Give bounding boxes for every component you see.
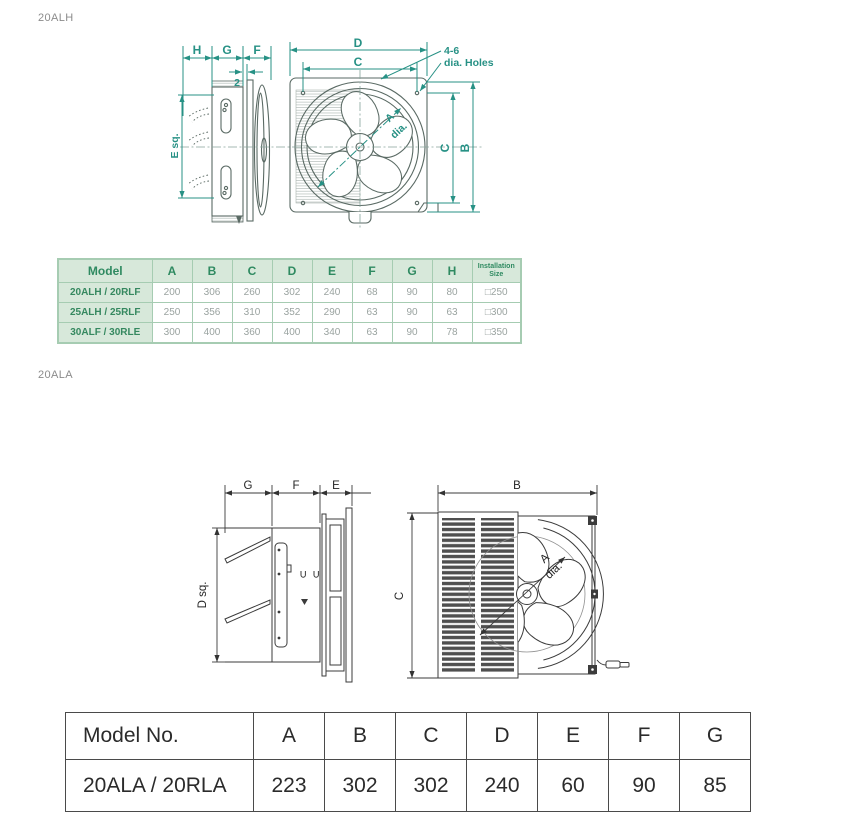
cell: 223: [253, 759, 325, 812]
cell: 240: [311, 282, 353, 303]
model-cell: 30ALF / 30RLE: [57, 322, 153, 344]
power-cord: [596, 659, 607, 666]
cell: 60: [537, 759, 609, 812]
section1-model-label: 20ALH: [38, 12, 74, 24]
side-view-drawing: [187, 79, 271, 224]
front-view-drawing: [437, 511, 630, 679]
col-header-installation-size: Installation Size: [471, 258, 522, 283]
cell: 306: [191, 282, 233, 303]
cell: 260: [231, 282, 273, 303]
holes-note-line1: 4-6: [444, 45, 459, 57]
dimension-table-alh: Model A B C D E F G H Installation Size …: [57, 258, 522, 344]
table-row: 30ALF / 30RLE 300 400 360 400 340 63 90 …: [57, 322, 522, 344]
col-header-f: F: [351, 258, 393, 283]
table-header-row: Model No. A B C D E F G: [65, 712, 751, 760]
cell: □350: [471, 322, 522, 344]
dim-label-b: B: [458, 143, 472, 152]
cell: 78: [431, 322, 473, 344]
table-row: 25ALH / 25RLF 250 356 310 352 290 63 90 …: [57, 302, 522, 323]
holes-note-line2: dia. Holes: [444, 57, 494, 69]
dim-label-b: B: [513, 480, 521, 492]
cell: □250: [471, 282, 522, 303]
cell: 63: [431, 302, 473, 323]
dimension-annotations: H G F 2 E sq. D C 4-6 dia. Holes C: [169, 36, 494, 213]
dim-label-c: C: [394, 592, 406, 600]
cell: 80: [431, 282, 473, 303]
cell: 90: [391, 322, 433, 344]
dim-label-f: F: [292, 480, 299, 492]
cell: 240: [466, 759, 538, 812]
fan-diagram-20ala: G F E D sq. B C A dia.: [197, 480, 630, 683]
fan-diagram-20alh: H G F 2 E sq. D C 4-6 dia. Holes C: [169, 36, 494, 228]
col-header-c: C: [231, 258, 273, 283]
col-header-d: D: [466, 712, 538, 760]
cell: 290: [311, 302, 353, 323]
cell: 300: [151, 322, 193, 344]
cell: 68: [351, 282, 393, 303]
cell: 360: [231, 322, 273, 344]
col-header-b: B: [191, 258, 233, 283]
cell: □300: [471, 302, 522, 323]
cell: 85: [679, 759, 751, 812]
cell: 400: [271, 322, 313, 344]
col-header-f: F: [608, 712, 680, 760]
model-cell: 20ALH / 20RLF: [57, 282, 153, 303]
dim-label-d: D: [354, 36, 363, 50]
cell: 90: [391, 282, 433, 303]
dim-label-g: G: [222, 43, 231, 57]
cell: 250: [151, 302, 193, 323]
dim-label-2: 2: [234, 77, 240, 89]
dim-label-c-top: C: [354, 55, 363, 69]
cell: 400: [191, 322, 233, 344]
col-header-model: Model: [57, 258, 153, 283]
cell: 310: [231, 302, 273, 323]
col-header-g: G: [679, 712, 751, 760]
col-header-e: E: [537, 712, 609, 760]
dimension-table-ala: Model No. A B C D E F G 20ALA / 20RLA 22…: [65, 712, 751, 812]
col-header-model-no: Model No.: [65, 712, 254, 760]
table-row: 20ALH / 20RLF 200 306 260 302 240 68 90 …: [57, 282, 522, 303]
cell: 63: [351, 322, 393, 344]
dim-label-e: E: [332, 480, 340, 492]
table-row: 20ALA / 20RLA 223 302 302 240 60 90 85: [65, 759, 751, 812]
table-header-row: Model A B C D E F G H Installation Size: [57, 258, 522, 283]
cell: 302: [395, 759, 467, 812]
cell: 352: [271, 302, 313, 323]
cell: 200: [151, 282, 193, 303]
cell: 63: [351, 302, 393, 323]
col-header-b: B: [324, 712, 396, 760]
col-header-d: D: [271, 258, 313, 283]
dim-label-f: F: [253, 43, 260, 57]
cell: 90: [608, 759, 680, 812]
cell: 356: [191, 302, 233, 323]
dim-label-h: H: [193, 43, 202, 57]
dim-label-d-sq: D sq.: [197, 582, 209, 609]
col-header-h: H: [431, 258, 473, 283]
dim-label-c-right: C: [438, 143, 452, 152]
cell: 302: [271, 282, 313, 303]
cell: 90: [391, 302, 433, 323]
cell: 340: [311, 322, 353, 344]
dim-label-e-sq: E sq.: [169, 133, 181, 158]
col-header-a: A: [253, 712, 325, 760]
model-cell: 20ALA / 20RLA: [65, 759, 254, 812]
col-header-a: A: [151, 258, 193, 283]
section2-model-label: 20ALA: [38, 369, 74, 381]
model-cell: 25ALH / 25RLF: [57, 302, 153, 323]
cell: 302: [324, 759, 396, 812]
col-header-g: G: [391, 258, 433, 283]
dim-label-g: G: [244, 480, 253, 492]
col-header-e: E: [311, 258, 353, 283]
col-header-c: C: [395, 712, 467, 760]
side-view-drawing: [224, 507, 353, 683]
